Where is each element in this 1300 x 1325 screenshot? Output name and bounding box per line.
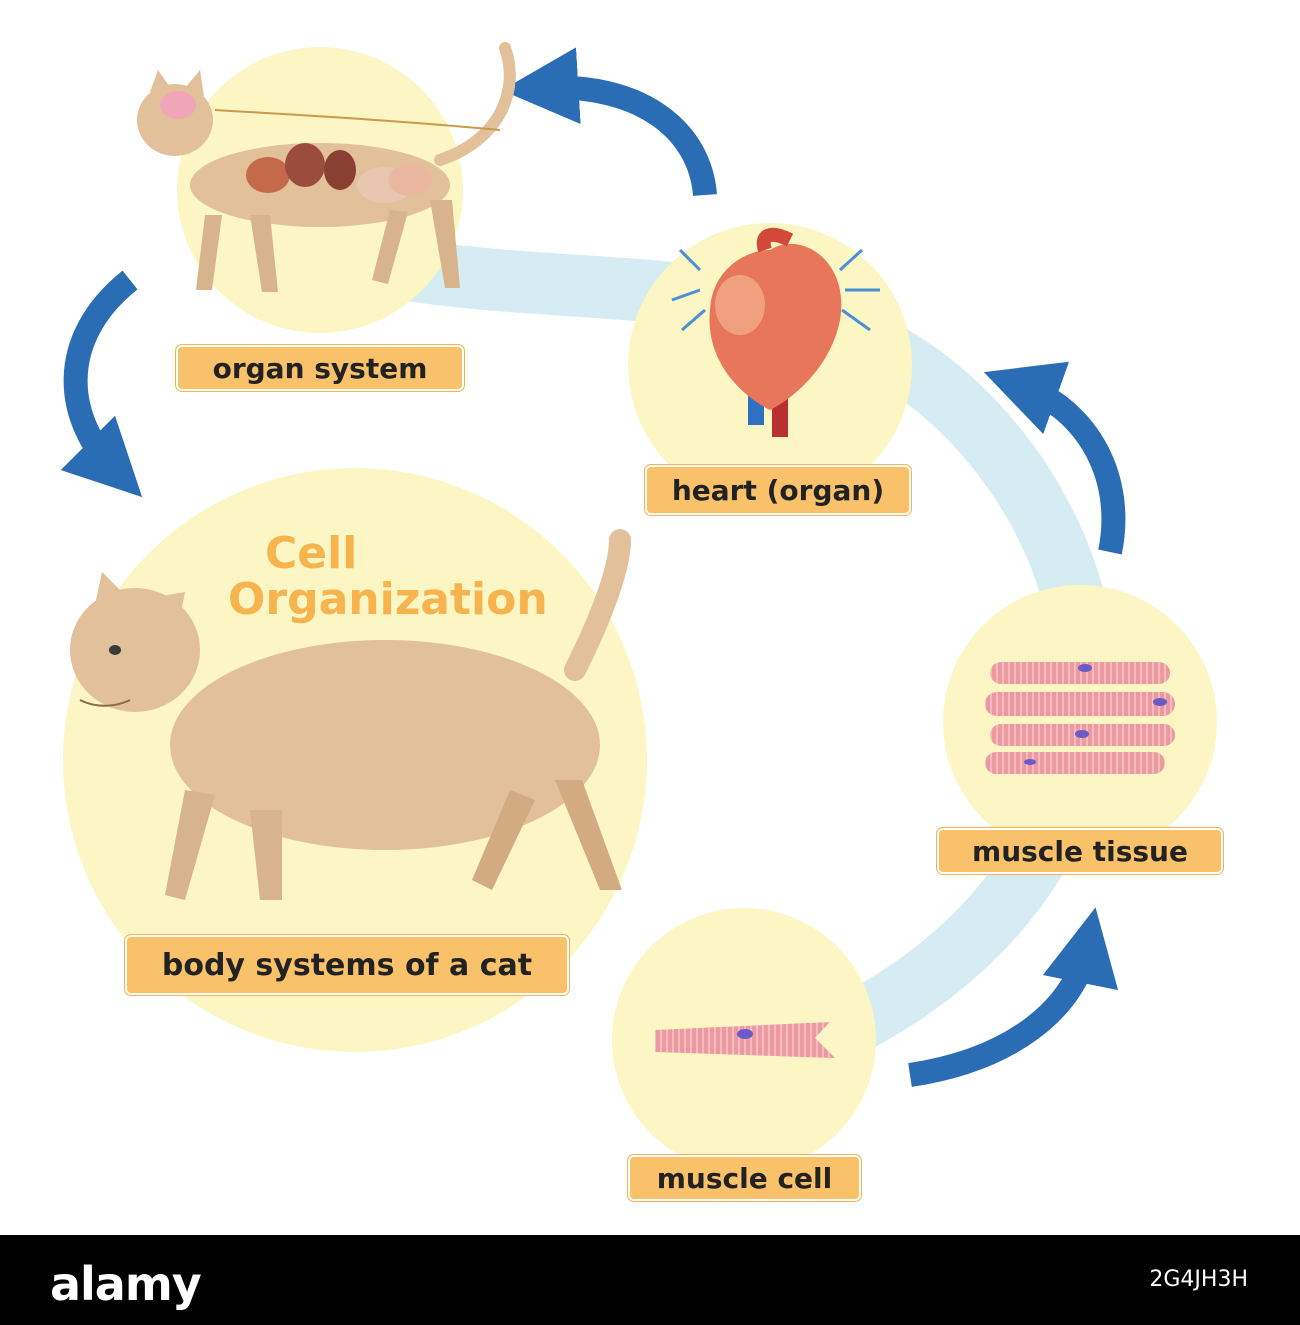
muscle-tissue-illustration — [985, 662, 1175, 774]
arrow-cell-to-tissue — [908, 907, 1119, 1087]
label-heart-organ: heart (organ) — [645, 465, 911, 515]
muscle-tissue-circle — [943, 585, 1217, 859]
heart-illustration — [671, 227, 880, 437]
diagram-canvas: Cell Organization organ system heart (or… — [60, 42, 1223, 1201]
arrow-tissue-to-heart — [983, 361, 1126, 555]
stock-image-id: 2G4JH3H — [1149, 1267, 1248, 1292]
brand-logo: alamy — [50, 1257, 202, 1311]
label-muscle-cell: muscle cell — [628, 1155, 861, 1201]
arrow-organ-system-to-body — [60, 270, 143, 498]
muscle-cell-illustration — [655, 1022, 835, 1058]
label-body-systems: body systems of a cat — [125, 935, 569, 995]
watermark-footer: alamy 2G4JH3H — [0, 1235, 1300, 1325]
diagram-title-line1: Cell — [265, 528, 358, 579]
label-muscle-tissue: muscle tissue — [937, 828, 1223, 874]
diagram-graphics — [60, 42, 1217, 1172]
diagram-title-line2: Organization — [228, 574, 548, 625]
arrow-heart-to-organ-system — [501, 47, 717, 197]
label-organ-system: organ system — [176, 345, 464, 391]
cat-with-organs-illustration — [137, 42, 516, 292]
cat-illustration — [70, 529, 631, 900]
